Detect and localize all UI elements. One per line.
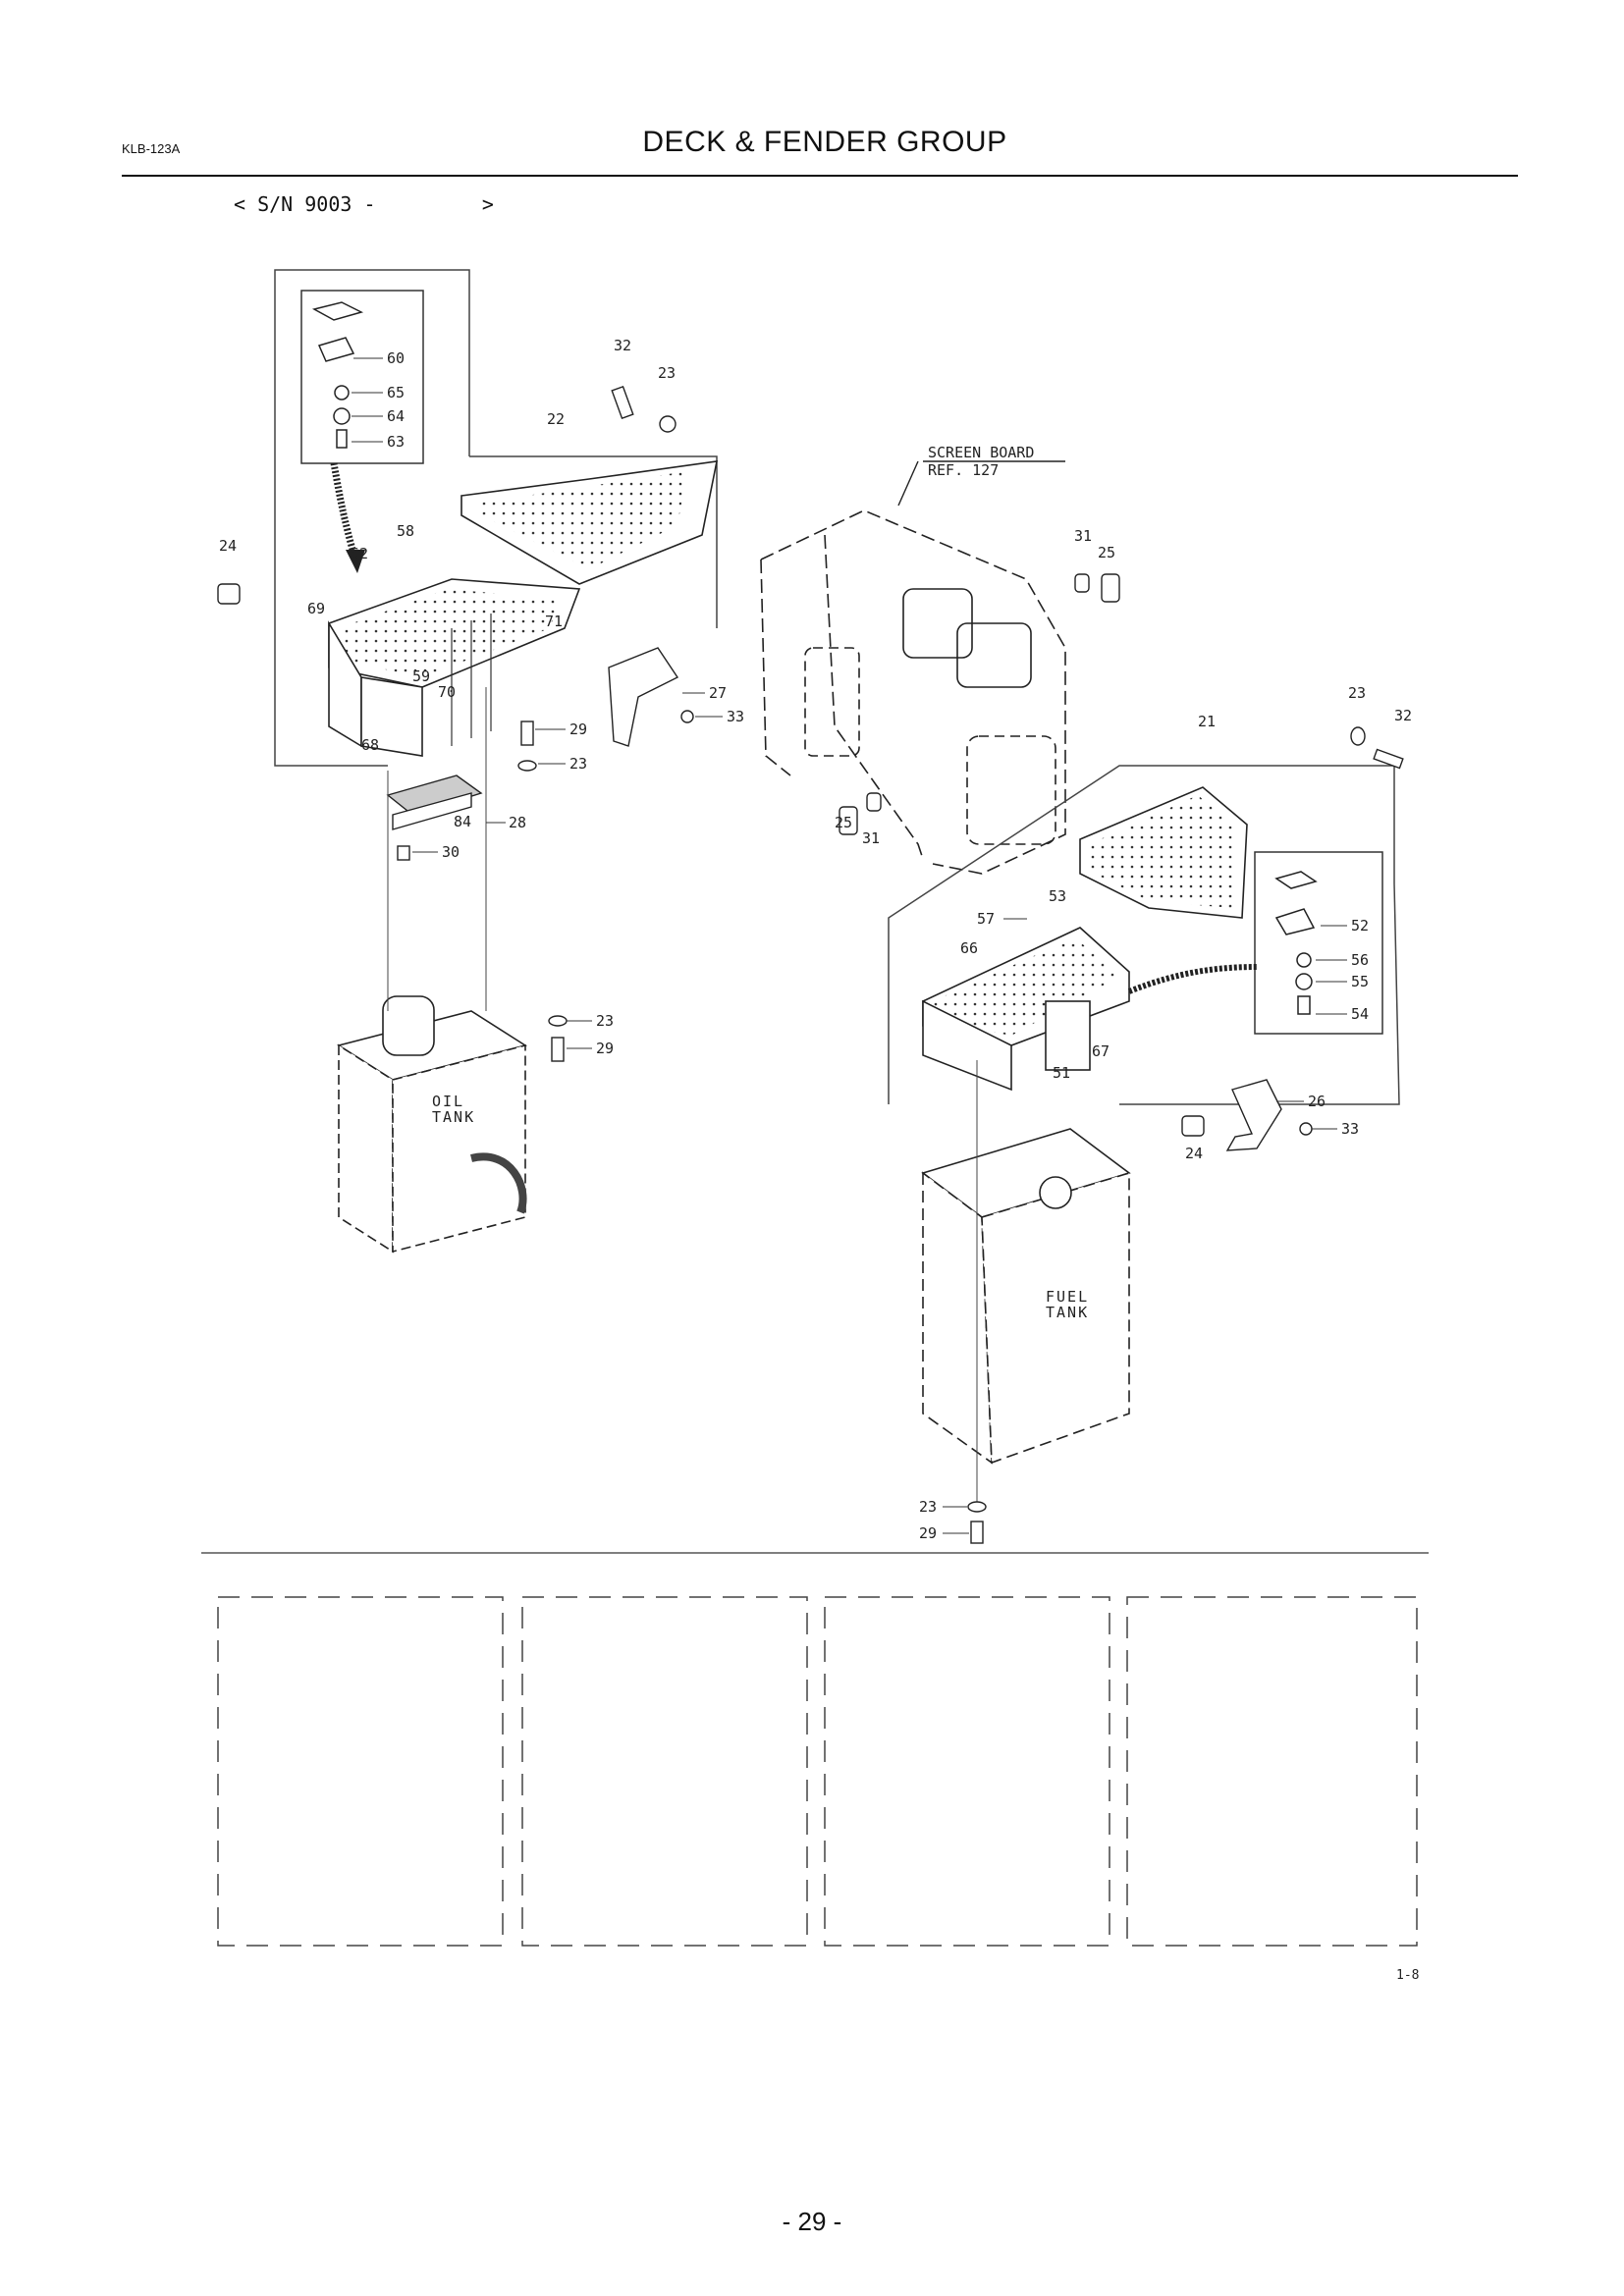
spacer-25-and-nut-31-bottom (839, 792, 882, 835)
callout-23-top: 23 (658, 364, 676, 382)
figure-code: 1-8 (1396, 1968, 1419, 1983)
callout-24-left: 24 (219, 537, 237, 555)
callout-63: 63 (387, 433, 405, 451)
page-title: DECK & FENDER GROUP (642, 126, 1007, 158)
callout-23-left: 23 (569, 755, 587, 773)
right-deck-upper-plate (1079, 786, 1248, 919)
left-detail-frame (274, 269, 718, 767)
bolt-29-and-washer-23-left (517, 721, 537, 772)
callout-21: 21 (1198, 713, 1216, 730)
callout-32-top: 32 (614, 337, 631, 354)
notes-boxes (217, 1596, 1418, 1947)
spacer-25-and-nut-31-top (1074, 573, 1120, 603)
reference-line1: SCREEN BOARD (928, 444, 1034, 461)
rubber-strip-84 (386, 774, 483, 861)
callout-53: 53 (1049, 887, 1066, 905)
callout-30: 30 (442, 843, 460, 861)
oil-tank-leader-lines (387, 687, 487, 1011)
callout-24-right: 24 (1185, 1145, 1203, 1162)
bolt-29-and-washer-23-oil-tank (548, 1015, 568, 1062)
callout-59: 59 (412, 667, 430, 685)
callout-52: 52 (1351, 917, 1369, 934)
serial-range: < S/N 9003 - > (234, 192, 494, 216)
callout-32-right: 32 (1394, 707, 1412, 724)
reference-line2: REF. 127 (928, 461, 999, 479)
callout-66: 66 (960, 939, 978, 957)
callout-29-bottom: 29 (919, 1524, 937, 1542)
notes-box-2 (521, 1596, 808, 1947)
left-deck-lower-plate (328, 578, 581, 757)
callout-56: 56 (1351, 951, 1369, 969)
callout-31-bottom: 31 (862, 829, 880, 847)
clip-bracket-detail-right (1274, 871, 1318, 1015)
screen-board-frame (760, 509, 1066, 875)
detail-pointer-arrowhead (346, 550, 365, 573)
callout-71: 71 (545, 613, 563, 630)
callout-23-oil: 23 (596, 1012, 614, 1030)
callout-60: 60 (387, 349, 405, 367)
document-code: KLB-123A (122, 141, 181, 156)
callout-28: 28 (509, 814, 526, 831)
callout-23-bottom: 23 (919, 1498, 937, 1516)
notes-box-3 (824, 1596, 1110, 1947)
left-deck-support-rails (451, 614, 492, 746)
callout-57: 57 (977, 910, 995, 928)
callout-23-right: 23 (1348, 684, 1366, 702)
fuel-tank-label-line2: TANK (1046, 1304, 1089, 1321)
bolt-29-and-washer-23-bottom (967, 1501, 987, 1544)
bolt-32-right (1350, 726, 1404, 770)
callout-54: 54 (1351, 1005, 1369, 1023)
oil-tank-label-line1: OIL (432, 1093, 464, 1110)
bracket-26 (1225, 1079, 1313, 1151)
oil-tank (337, 995, 527, 1254)
nut-24-left (217, 583, 241, 605)
callout-58: 58 (397, 522, 414, 540)
callout-29-left: 29 (569, 721, 587, 738)
callout-25-bottom: 25 (835, 814, 852, 831)
notes-box-4 (1126, 1596, 1418, 1947)
bracket-27 (608, 647, 694, 747)
callout-55: 55 (1351, 973, 1369, 990)
callout-62: 62 (351, 545, 368, 562)
left-deck-upper-plate (460, 460, 719, 585)
callout-labels: 60 65 64 63 32 23 22 24 62 58 69 71 59 7… (219, 337, 1412, 1542)
notes-box-1 (217, 1596, 504, 1947)
screen-board-leader (897, 460, 919, 507)
bolt-32-left (611, 385, 677, 433)
callout-29-oil: 29 (596, 1040, 614, 1057)
callout-27: 27 (709, 684, 727, 702)
page-number: - 29 - (782, 2207, 842, 2236)
callout-64: 64 (387, 407, 405, 425)
oil-tank-label-line2: TANK (432, 1108, 475, 1126)
right-deck-lower-plate (922, 927, 1258, 1092)
callout-31-top: 31 (1074, 527, 1092, 545)
callout-26: 26 (1308, 1093, 1326, 1110)
callout-65: 65 (387, 384, 405, 401)
callout-70: 70 (438, 683, 456, 701)
callout-25-top: 25 (1098, 544, 1115, 561)
fuel-tank-label-line1: FUEL (1046, 1288, 1089, 1306)
header-rule (122, 175, 1518, 177)
callout-84: 84 (454, 813, 471, 830)
fuel-tank (921, 1128, 1131, 1465)
clip-bracket-detail-left (311, 301, 364, 449)
callout-51: 51 (1053, 1064, 1070, 1082)
nut-24-right (1181, 1115, 1205, 1137)
callout-33-left: 33 (727, 708, 744, 725)
callout-33-right: 33 (1341, 1120, 1359, 1138)
callout-22: 22 (547, 410, 565, 428)
detail-pointer-arrow (330, 462, 359, 561)
callout-69: 69 (307, 600, 325, 617)
callout-68: 68 (361, 736, 379, 754)
callout-67: 67 (1092, 1042, 1110, 1060)
